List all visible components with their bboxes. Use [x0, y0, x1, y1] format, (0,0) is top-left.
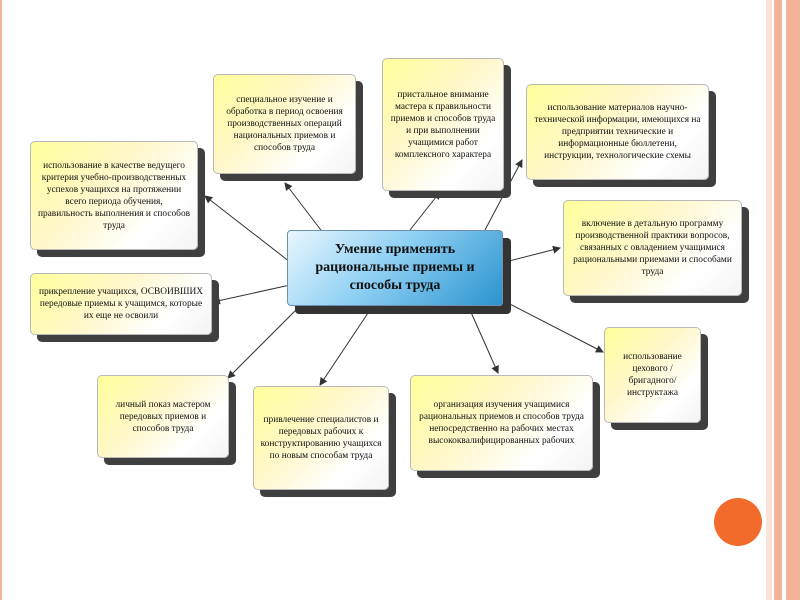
node-shop-instructor: использование цехового / бригадного/ инс… [604, 327, 701, 423]
side-stripe-right-mid [774, 0, 782, 600]
side-stripe-right-inner [766, 0, 772, 600]
arrow-to-detailed-program [504, 245, 561, 263]
side-stripe-left [0, 0, 2, 600]
arrow-to-attach-students [212, 284, 291, 305]
node-organize-study: организация изучения учащимися рациональ… [410, 375, 593, 471]
node-leading-criterion: использование в качестве ведущего критер… [30, 141, 198, 250]
node-sci-tech-info: использование материалов научно-техничес… [526, 84, 709, 180]
node-attach-students: прикрепление учащихся, ОСВОИВШИХ передов… [30, 273, 212, 335]
arrow-to-shop-instructor [501, 299, 604, 353]
node-special-study: специальное изучение и обработка в перио… [213, 74, 356, 174]
arrow-to-personal-demo [227, 305, 301, 379]
arrow-to-organize-study [469, 309, 499, 374]
arrow-to-involve-specialists [319, 309, 371, 386]
arrow-to-leading-criterion [204, 195, 291, 263]
side-stripe-right-outer [786, 0, 800, 600]
node-personal-demo: личный показ мастером передовых приемов … [97, 375, 229, 458]
central-concept: Умение применять рациональные приемы и с… [287, 230, 503, 306]
node-involve-specialists: привлечение специалистов и передовых раб… [253, 386, 389, 490]
node-detailed-program: включение в детальную программу производ… [563, 200, 742, 296]
arrow-to-sci-tech-info [484, 159, 523, 231]
decorative-circle [714, 498, 762, 546]
node-close-attention: пристальное внимание мастера к правильно… [382, 58, 504, 191]
arrow-to-close-attention [409, 191, 441, 231]
